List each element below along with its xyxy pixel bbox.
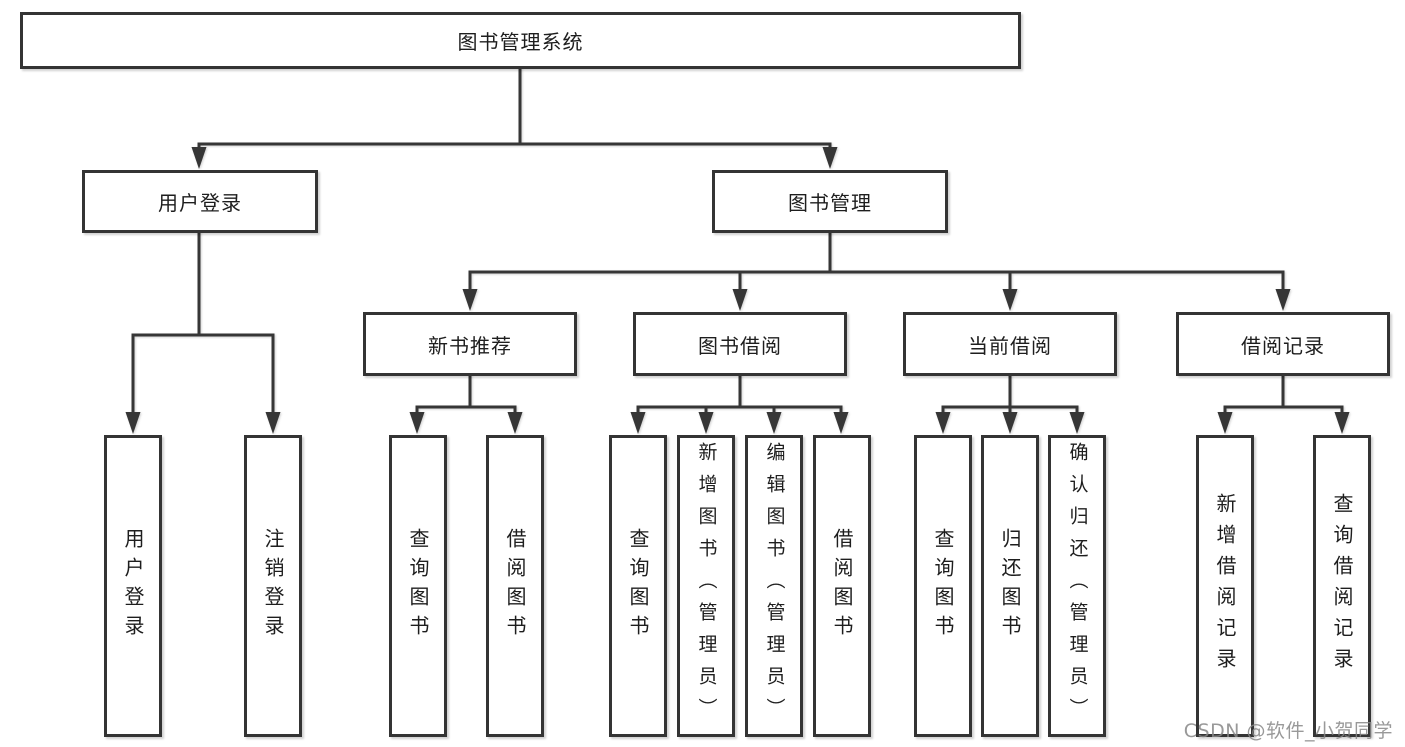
edge-new-books-to-leaves [409,374,523,434]
arrowhead [1002,289,1018,311]
arrowhead [1275,289,1291,311]
arrowhead [125,412,141,434]
arrowhead [822,147,838,169]
node-current-borrow: 当前借阅 [903,312,1117,376]
leaf-current-query: 查询图书 [914,435,972,737]
node-label: 查询图书 [626,528,650,644]
arrowhead [630,412,646,434]
node-user-login: 用户登录 [82,170,318,233]
node-label: 用户登录 [158,191,242,215]
arrowhead [462,289,478,311]
node-label: 新书推荐 [428,333,512,358]
node-label: 图书管理系统 [457,30,584,54]
arrowhead [935,412,951,434]
node-label: 查询图书 [931,528,955,644]
node-label: 图书管理 [788,191,872,215]
node-label: 借阅图书 [503,528,527,644]
arrowhead [1069,412,1085,434]
node-label: 用户登录 [121,528,145,644]
arrowhead [833,412,849,434]
edge-root-to-level1 [191,67,838,169]
node-label: 新增图书（管理员） [695,442,718,730]
node-root: 图书管理系统 [20,12,1021,69]
node-book-mgmt: 图书管理 [712,170,948,233]
node-book-borrow: 图书借阅 [633,312,847,376]
node-label: 查询借阅记录 [1330,493,1354,679]
edge-borrow-records-to-leaves [1217,374,1350,434]
edge-user-login-to-leaves [125,231,281,434]
edge-book-mgmt-to-level2 [462,231,1291,311]
node-label: 借阅记录 [1241,333,1325,358]
leaf-borrow-add-admin: 新增图书（管理员） [677,435,735,737]
csdn-watermark: CSDN @软件_小贺同学 [1183,720,1393,742]
arrowhead [698,412,714,434]
node-label: 归还图书 [998,528,1022,644]
leaf-current-confirm-admin: 确认归还（管理员） [1048,435,1106,737]
edge-book-borrow-to-leaves [630,374,849,434]
arrowhead [191,147,207,169]
leaf-user-login: 用户登录 [104,435,162,737]
node-label: 注销登录 [261,528,285,644]
node-new-books: 新书推荐 [363,312,577,376]
node-label: 新增借阅记录 [1213,493,1237,679]
arrowhead [1217,412,1233,434]
leaf-borrow-query: 查询图书 [609,435,667,737]
arrowhead [1334,412,1350,434]
leaf-new-books-query: 查询图书 [389,435,447,737]
arrowhead [409,412,425,434]
arrowhead [766,412,782,434]
node-label: 查询图书 [406,528,430,644]
leaf-logout: 注销登录 [244,435,302,737]
leaf-records-add: 新增借阅记录 [1196,435,1254,737]
arrowhead [1002,412,1018,434]
leaf-borrow-edit-admin: 编辑图书（管理员） [745,435,803,737]
edge-current-borrow-to-leaves [935,374,1085,434]
node-label: 借阅图书 [830,528,854,644]
node-label: 图书借阅 [698,333,782,358]
node-label: 当前借阅 [968,333,1052,358]
node-borrow-records: 借阅记录 [1176,312,1390,376]
arrowhead [732,289,748,311]
arrowhead [265,412,281,434]
node-label: 编辑图书（管理员） [763,442,786,730]
leaf-borrow-book: 借阅图书 [813,435,871,737]
node-label: 确认归还（管理员） [1066,442,1089,730]
leaf-records-query: 查询借阅记录 [1313,435,1371,737]
leaf-new-books-borrow: 借阅图书 [486,435,544,737]
leaf-current-return: 归还图书 [981,435,1039,737]
arrowhead [507,412,523,434]
